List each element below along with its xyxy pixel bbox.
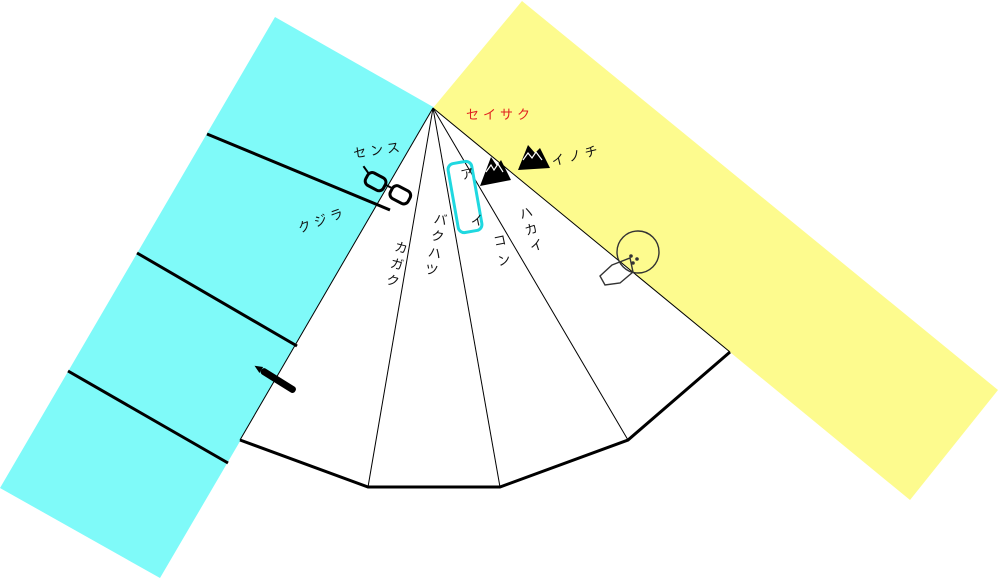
svg-text:ガ: ガ [389,256,405,274]
label-seisaku: セイサク [466,108,534,123]
fan-divider [432,107,501,488]
mountain-icon [518,145,550,170]
highlight-box[interactable] [446,159,484,235]
svg-text:ツ: ツ [424,262,439,279]
band-divider [67,369,229,465]
glasses-icon [362,165,413,206]
fan-left-edge [239,107,434,441]
band-divider [136,251,298,348]
label-hakai: ハ カ イ [518,205,546,256]
svg-text:イ: イ [528,237,545,255]
label-aikon: ア イ コ ン [459,166,512,270]
label-kagaku: カ ガ ク [385,240,409,291]
fan-shape [240,108,730,487]
svg-text:ハ: ハ [518,205,535,223]
fire-hydrant-icon [599,230,660,286]
label-sensu: センス [352,140,404,162]
fan-divider [367,107,434,488]
svg-text:ク: ク [430,229,445,246]
svg-text:ン: ン [496,252,512,269]
pen-icon [254,365,296,394]
svg-text:イ: イ [469,213,485,230]
mountain-icon [480,157,511,186]
fan-divider [432,107,629,441]
svg-text:ハ: ハ [427,246,442,263]
label-bakuhatsu: バ ク ハ ツ [424,212,448,279]
band-divider [206,132,391,212]
svg-text:カ: カ [523,221,540,239]
svg-text:コ: コ [492,233,508,250]
fan-right-edge [432,107,731,353]
svg-text:ア: ア [459,166,475,183]
yellow-band [433,1,998,500]
svg-text:ク: ク [385,273,401,291]
blue-band [0,17,435,578]
svg-text:カ: カ [393,240,409,258]
svg-text:バ: バ [433,212,448,229]
